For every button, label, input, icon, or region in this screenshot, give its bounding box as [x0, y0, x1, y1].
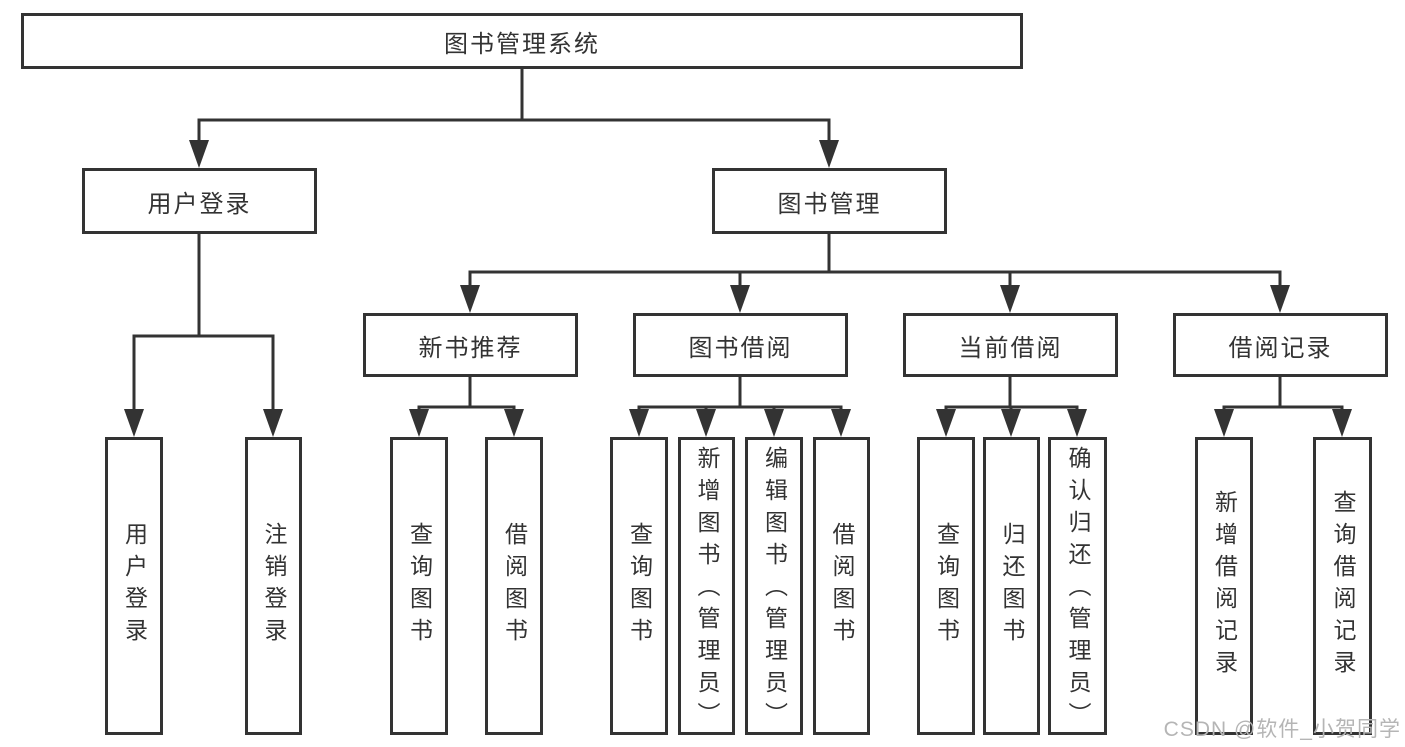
connector-user-login-children: [124, 234, 283, 437]
node-new-book-rec: 新书推荐: [363, 313, 578, 377]
connector-current-borrow-children: [936, 377, 1087, 437]
node-logout: 注销登录: [245, 437, 302, 735]
node-user-login: 用户登录: [82, 168, 317, 234]
node-rec-borrow-book: 借阅图书: [485, 437, 543, 735]
node-login: 用户登录: [105, 437, 163, 735]
node-bb-query-book: 查询图书: [610, 437, 668, 735]
connector-root-children: [189, 69, 839, 168]
connector-book-borrow-children: [629, 377, 851, 437]
node-cb-confirm-return: 确认归还（管理员）: [1048, 437, 1107, 735]
node-cb-query-book: 查询图书: [917, 437, 975, 735]
node-rec-query-book: 查询图书: [390, 437, 448, 735]
node-bb-borrow-book: 借阅图书: [813, 437, 870, 735]
connector-new-book-rec-children: [409, 377, 524, 437]
node-book-borrow: 图书借阅: [633, 313, 848, 377]
node-br-query-record: 查询借阅记录: [1313, 437, 1372, 735]
node-root: 图书管理系统: [21, 13, 1023, 69]
node-bb-edit-book: 编辑图书（管理员）: [745, 437, 803, 735]
node-cb-return-book: 归还图书: [983, 437, 1040, 735]
connector-book-mgmt-children: [460, 234, 1290, 313]
node-book-mgmt: 图书管理: [712, 168, 947, 234]
node-br-add-record: 新增借阅记录: [1195, 437, 1253, 735]
node-bb-add-book: 新增图书（管理员）: [678, 437, 735, 735]
node-current-borrow: 当前借阅: [903, 313, 1118, 377]
connector-borrow-record-children: [1214, 377, 1352, 437]
node-borrow-record: 借阅记录: [1173, 313, 1388, 377]
